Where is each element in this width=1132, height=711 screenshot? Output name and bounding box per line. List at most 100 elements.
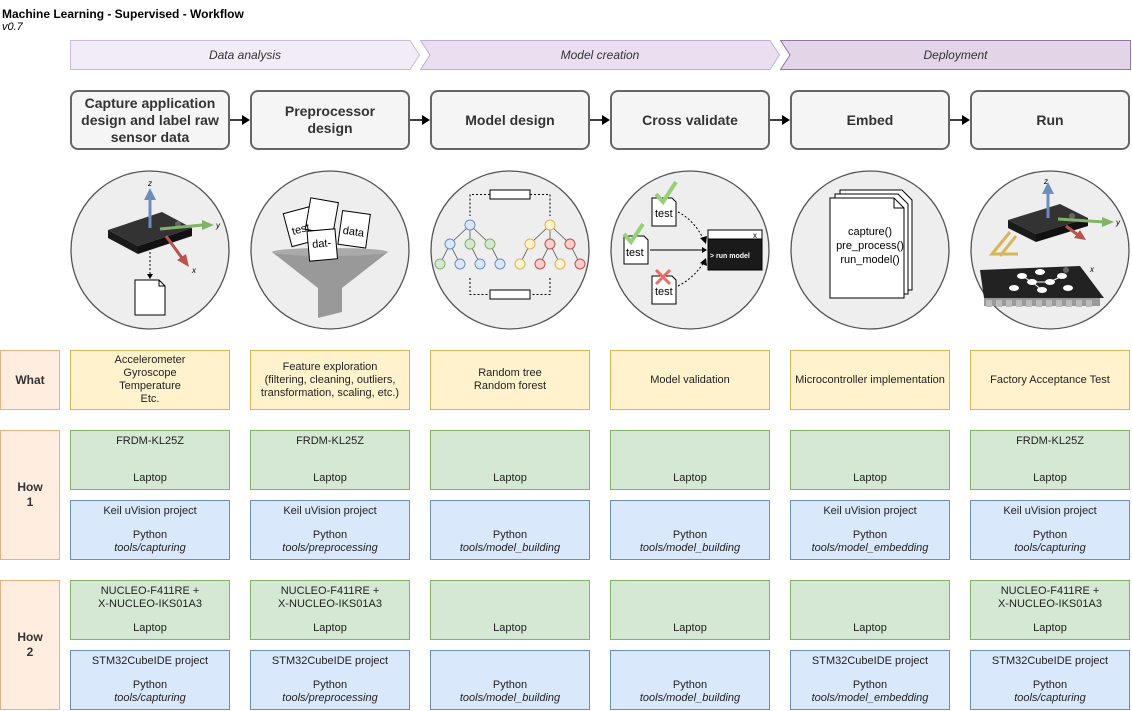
phase-label: Data analysis: [208, 48, 282, 62]
step-run: Run: [970, 90, 1130, 150]
what-line: transformation, scaling, etc.): [260, 386, 400, 399]
terminal-text: > run model: [710, 253, 750, 260]
language: Python: [492, 679, 528, 691]
what-line: Gyroscope: [123, 367, 177, 379]
step-model-design: Model design: [430, 90, 590, 150]
board-name: NUCLEO-F411RE +: [280, 585, 380, 597]
what-line: Feature exploration: [282, 360, 378, 373]
host-name: Laptop: [1033, 472, 1067, 484]
run-microcontroller-illustration: z y x: [970, 170, 1130, 330]
language: Python: [672, 529, 708, 541]
project-name: Keil uVision project: [823, 505, 917, 517]
board-name: FRDM-KL25Z: [116, 435, 184, 447]
what-line: Random tree: [478, 367, 542, 379]
flow-arrow-icon: [230, 115, 250, 125]
axis-y-label: y: [1115, 218, 1121, 227]
host-name: Laptop: [493, 622, 527, 634]
row-label-how-2: How 2: [0, 580, 60, 710]
cross-validate-illustration: test test test x > run model: [610, 170, 770, 330]
project-name: STM32CubeIDE project: [91, 655, 209, 667]
what-line: Model validation: [650, 373, 730, 386]
language: Python: [132, 679, 168, 691]
capture-sensor-illustration: z y x: [70, 170, 230, 330]
paper-label: test: [291, 222, 311, 238]
language: Python: [672, 679, 708, 691]
what-cell-preprocessor: Feature exploration(filtering, cleaning,…: [250, 350, 410, 410]
how1-hardware-cell: Laptop: [610, 430, 770, 490]
host-name: Laptop: [853, 472, 887, 484]
axis-x-label: x: [191, 266, 197, 275]
board-name: NUCLEO-F411RE +: [1000, 585, 1100, 597]
tool-path: tools/capturing: [1014, 542, 1086, 554]
axis-z-label: z: [147, 179, 152, 188]
board-name: FRDM-KL25Z: [296, 435, 364, 447]
tool-path: tools/preprocessing: [282, 692, 378, 704]
what-cell-embed: Microcontroller implementation: [790, 350, 950, 410]
step-label: Model design: [465, 111, 555, 128]
host-name: Laptop: [313, 622, 347, 634]
tool-path: tools/model_building: [639, 692, 741, 704]
host-name: Laptop: [313, 472, 347, 484]
flow-arrow-icon: [950, 115, 970, 125]
project-name: Keil uVision project: [103, 505, 197, 517]
row-label-how-1: How 1: [0, 430, 60, 560]
tool-path: tools/model_building: [639, 542, 741, 554]
step-embed: Embed: [790, 90, 950, 150]
test-file-label: test: [655, 208, 673, 220]
how1-hardware-cell: FRDM-KL25Z Laptop: [970, 430, 1130, 490]
close-icon: x: [753, 231, 757, 240]
what-cell-run: Factory Acceptance Test: [970, 350, 1130, 410]
phase-model-creation: Model creation: [420, 40, 780, 70]
host-name: Laptop: [493, 472, 527, 484]
language: Python: [492, 529, 528, 541]
step-preprocessor: Preprocessor design: [250, 90, 410, 150]
host-name: Laptop: [133, 472, 167, 484]
preprocessing-funnel-illustration: test data dat-: [250, 170, 410, 330]
project-name: STM32CubeIDE project: [811, 655, 929, 667]
project-name: Keil uVision project: [1003, 505, 1097, 517]
what-line: Temperature: [119, 380, 181, 392]
flow-arrow-icon: [770, 115, 790, 125]
step-label: Capture application design and label raw…: [81, 94, 219, 145]
phase-data-analysis: Data analysis: [70, 40, 420, 70]
what-line: Accelerometer: [114, 354, 186, 366]
step-capture: Capture application design and label raw…: [70, 90, 230, 150]
how2-hardware-cell: Laptop: [610, 580, 770, 640]
project-name: Keil uVision project: [283, 505, 377, 517]
language: Python: [852, 529, 888, 541]
what-cell-cross-validate: Model validation: [610, 350, 770, 410]
code-line: pre_process(): [836, 240, 904, 252]
host-name: Laptop: [1033, 622, 1067, 634]
host-name: Laptop: [673, 622, 707, 634]
board-name: FRDM-KL25Z: [1016, 435, 1084, 447]
host-name: Laptop: [673, 472, 707, 484]
paper-label: dat-: [312, 237, 332, 251]
host-name: Laptop: [133, 622, 167, 634]
language: Python: [852, 679, 888, 691]
code-line: run_model(): [840, 254, 899, 266]
flow-arrow-icon: [410, 115, 430, 125]
row-label-what: What: [0, 350, 60, 410]
tool-path: tools/capturing: [114, 542, 186, 554]
step-label: Cross validate: [642, 111, 738, 128]
step-cross-validate: Cross validate: [610, 90, 770, 150]
project-name: STM32CubeIDE project: [271, 655, 389, 667]
board-name: X-NUCLEO-IKS01A3: [278, 598, 382, 610]
what-line: Etc.: [140, 393, 160, 405]
phase-deployment: Deployment: [780, 40, 1131, 70]
board-name: X-NUCLEO-IKS01A3: [98, 598, 202, 610]
phase-label: Model creation: [560, 48, 640, 62]
what-line: Microcontroller implementation: [795, 373, 945, 386]
test-file-label: test: [655, 286, 673, 298]
